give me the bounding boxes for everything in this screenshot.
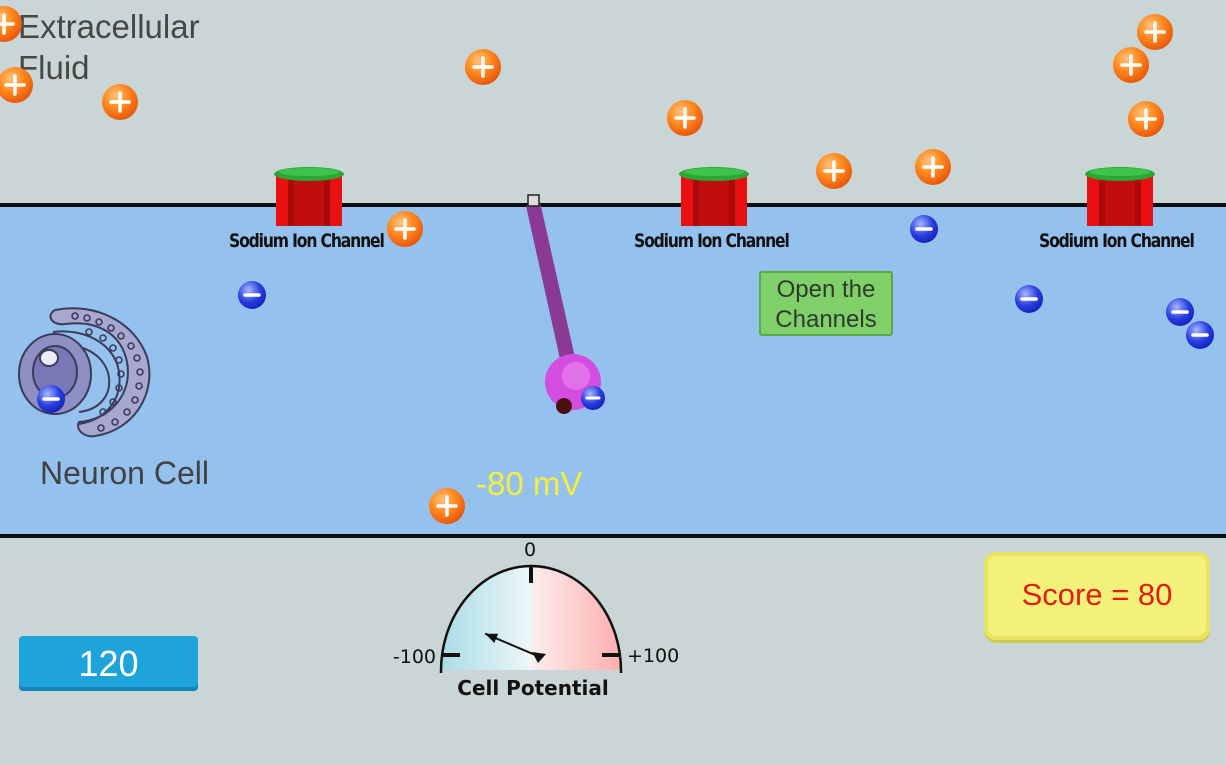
positive-ion[interactable] xyxy=(102,84,138,120)
gauge-label-max: +100 xyxy=(627,645,679,667)
positive-ion[interactable] xyxy=(915,149,951,185)
plus-icon xyxy=(436,495,458,517)
channel-label-3: Sodium Ion Channel xyxy=(1039,230,1195,252)
neuron-cytoplasm xyxy=(0,203,1226,538)
positive-ion[interactable] xyxy=(0,67,33,103)
gauge-label-zero: 0 xyxy=(524,540,536,561)
positive-ion[interactable] xyxy=(1128,101,1164,137)
minus-icon xyxy=(1020,297,1038,301)
plus-icon xyxy=(1144,21,1166,43)
plus-icon xyxy=(0,13,15,35)
minus-icon xyxy=(243,293,261,297)
positive-ion[interactable] xyxy=(465,49,501,85)
plus-icon xyxy=(4,74,26,96)
membrane-voltage-readout: -80 mV xyxy=(476,465,583,502)
minus-icon xyxy=(915,227,933,231)
gauge-needle xyxy=(484,632,546,663)
gauge-label-min: -100 xyxy=(393,646,436,668)
plus-icon xyxy=(922,156,944,178)
minus-icon xyxy=(585,396,601,400)
positive-ion[interactable] xyxy=(1137,14,1173,50)
positive-ion[interactable] xyxy=(667,100,703,136)
channel-label-1: Sodium Ion Channel xyxy=(229,230,385,252)
negative-ion[interactable] xyxy=(910,215,938,243)
plus-icon xyxy=(394,218,416,240)
plus-icon xyxy=(109,91,131,113)
negative-ion[interactable] xyxy=(581,386,605,410)
countdown-timer: 120 xyxy=(19,636,198,691)
positive-ion[interactable] xyxy=(387,211,423,247)
positive-ion[interactable] xyxy=(0,6,22,42)
negative-ion[interactable] xyxy=(238,281,266,309)
minus-icon xyxy=(42,397,60,401)
positive-ion[interactable] xyxy=(429,488,465,524)
minus-icon xyxy=(1191,333,1209,337)
gauge-title: Cell Potential xyxy=(457,676,608,700)
extracellular-fluid-label: Extracellular Fluid xyxy=(18,8,200,86)
channel-label-2: Sodium Ion Channel xyxy=(634,230,790,252)
minus-icon xyxy=(1171,310,1189,314)
sodium-channel-1[interactable] xyxy=(274,166,344,226)
plus-icon xyxy=(1120,54,1142,76)
open-channels-button[interactable]: Open the Channels xyxy=(759,271,893,336)
sodium-channel-2[interactable] xyxy=(679,166,749,226)
sodium-channel-3[interactable] xyxy=(1085,166,1155,226)
negative-ion[interactable] xyxy=(1186,321,1214,349)
positive-ion[interactable] xyxy=(816,153,852,189)
plus-icon xyxy=(472,56,494,78)
organelle-icon xyxy=(18,307,151,438)
plus-icon xyxy=(823,160,845,182)
positive-ion[interactable] xyxy=(1113,47,1149,83)
plus-icon xyxy=(674,107,696,129)
negative-ion[interactable] xyxy=(37,385,65,413)
negative-ion[interactable] xyxy=(1015,285,1043,313)
cell-potential-gauge: 0 -100 +100 Cell Potential xyxy=(393,540,679,700)
negative-ion[interactable] xyxy=(1166,298,1194,326)
plus-icon xyxy=(1135,108,1157,130)
score-display: Score = 80 xyxy=(984,552,1210,640)
neuron-cell-label: Neuron Cell xyxy=(40,455,209,491)
